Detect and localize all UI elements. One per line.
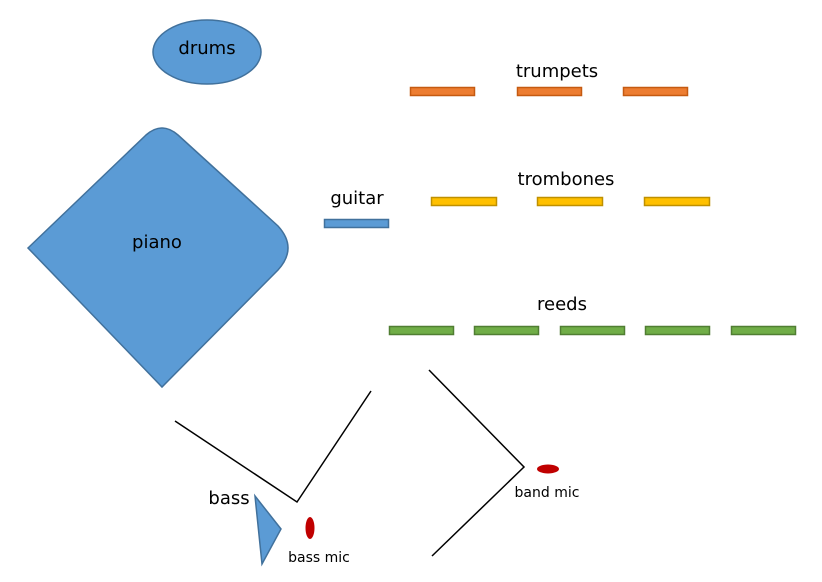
reeds-label: reeds bbox=[537, 294, 587, 315]
bass-shape[interactable] bbox=[253, 493, 282, 567]
bass-label: bass bbox=[208, 488, 249, 509]
trombone-chair[interactable] bbox=[643, 196, 711, 207]
reed-chair[interactable] bbox=[559, 325, 626, 336]
piano-group: piano bbox=[26, 127, 289, 389]
bass-mic-group: bass mic bbox=[288, 517, 350, 566]
band-mic[interactable] bbox=[537, 464, 559, 474]
trumpet-chair[interactable] bbox=[622, 86, 689, 97]
trumpet-chair[interactable] bbox=[516, 86, 583, 97]
drums-shape[interactable] bbox=[152, 19, 262, 85]
reed-chair[interactable] bbox=[644, 325, 711, 336]
trumpet-chair[interactable] bbox=[409, 86, 476, 97]
trombones-section: trombones bbox=[430, 169, 711, 207]
bass-group: bass bbox=[208, 488, 282, 567]
trombones-label: trombones bbox=[518, 169, 615, 190]
bass-mic-pickup-lines bbox=[174, 390, 372, 504]
trombone-chair[interactable] bbox=[536, 196, 604, 207]
trumpets-section: trumpets bbox=[409, 61, 689, 97]
guitar-chair[interactable] bbox=[323, 218, 390, 229]
trumpets-label: trumpets bbox=[516, 61, 598, 82]
band-mic-pickup-lines bbox=[428, 369, 526, 557]
bass-mic-label: bass mic bbox=[288, 550, 350, 566]
reed-chair[interactable] bbox=[473, 325, 540, 336]
band-mic-label: band mic bbox=[515, 485, 580, 501]
trombone-chair[interactable] bbox=[430, 196, 498, 207]
drums-label: drums bbox=[178, 38, 235, 59]
drums-group: drums bbox=[152, 19, 262, 85]
piano-shape[interactable] bbox=[26, 127, 289, 389]
reed-chair[interactable] bbox=[730, 325, 797, 336]
reed-chair[interactable] bbox=[388, 325, 455, 336]
band-mic-group: band mic bbox=[515, 464, 580, 501]
guitar-section: guitar bbox=[323, 188, 390, 229]
bass-mic[interactable] bbox=[305, 517, 315, 539]
reeds-section: reeds bbox=[388, 294, 797, 336]
guitar-label: guitar bbox=[330, 188, 384, 209]
piano-label: piano bbox=[132, 232, 182, 253]
